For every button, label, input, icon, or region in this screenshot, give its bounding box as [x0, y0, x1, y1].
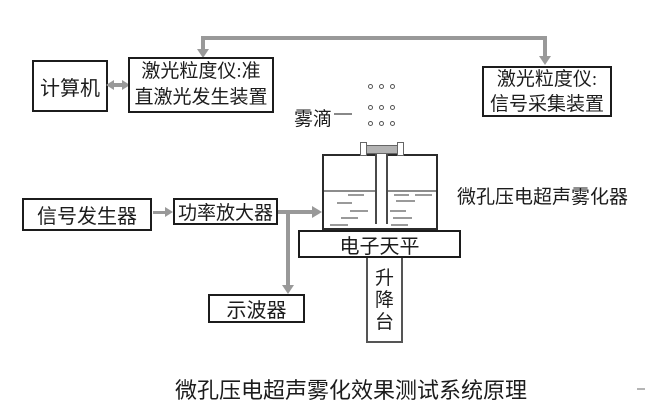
amplifier-to-oscilloscope-line	[286, 210, 290, 285]
lifting-platform-label: 升降台	[374, 267, 394, 333]
laser-generator-box: 激光粒度仪:准 直激光发生装置	[128, 57, 274, 113]
power-amplifier-box: 功率放大器	[173, 198, 278, 225]
edge-artifact-dash	[637, 388, 645, 390]
arrow-into-amplifier-icon	[165, 207, 173, 217]
droplet-dot-icon	[379, 121, 384, 126]
droplet-dot-icon	[390, 105, 395, 110]
atomizer-cap-right-tab	[397, 142, 404, 156]
top-connector-line	[201, 36, 547, 40]
water-dash	[393, 217, 412, 219]
laser-collector-line2: 信号采集装置	[489, 93, 604, 115]
computer-label: 计算机	[40, 77, 100, 100]
water-dash	[396, 200, 415, 202]
computer-box: 计算机	[32, 60, 108, 112]
water-dash	[394, 194, 409, 196]
arrow-down-into-laser-generator-icon	[197, 49, 209, 58]
water-dash	[337, 202, 352, 204]
droplet-dot-icon	[379, 84, 384, 89]
droplet-dot-icon	[390, 84, 395, 89]
droplet-dot-icon	[368, 105, 373, 110]
laser-generator-line2: 直激光发生装置	[134, 87, 268, 108]
signal-to-amplifier-line	[153, 211, 166, 214]
oscilloscope-label: 示波器	[226, 300, 287, 322]
oscilloscope-box: 示波器	[208, 294, 305, 323]
amplifier-to-tank-line	[278, 210, 312, 214]
droplet-dot-icon	[379, 105, 384, 110]
arrow-left-icon	[106, 80, 114, 90]
lifting-platform-column: 升降台	[366, 258, 403, 343]
arrow-right-icon	[122, 80, 130, 90]
electronic-balance-label: 电子天平	[339, 235, 420, 258]
signal-generator-label: 信号发生器	[37, 206, 137, 228]
water-dash	[415, 194, 432, 196]
arrow-into-tank-icon	[312, 206, 322, 218]
laser-collector-box: 激光粒度仪: 信号采集装置	[482, 66, 612, 117]
top-connector-right-drop	[543, 36, 547, 56]
droplet-dot-icon	[390, 121, 395, 126]
water-dash	[350, 210, 368, 212]
atomizer-label: 微孔压电超声雾化器	[457, 187, 629, 208]
arrow-down-into-laser-collector-icon	[539, 56, 551, 65]
atomizer-cap-left-tab	[360, 142, 367, 156]
water-dash	[391, 224, 408, 226]
electronic-balance-box: 电子天平	[298, 230, 461, 258]
water-dash	[390, 210, 406, 212]
water-dash	[341, 217, 358, 219]
laser-collector-line1: 激光粒度仪:	[496, 68, 598, 90]
droplet-dot-icon	[368, 121, 373, 126]
droplets-pointer-dash	[334, 113, 352, 115]
signal-generator-box: 信号发生器	[22, 198, 152, 231]
water-dash	[330, 224, 348, 226]
arrow-into-oscilloscope-icon	[282, 285, 294, 294]
droplets-label: 雾滴	[294, 109, 333, 130]
diagram-caption: 微孔压电超声雾化效果测试系统原理	[175, 378, 528, 403]
laser-generator-line1: 激光粒度仪:准	[141, 61, 261, 82]
atomizer-tube	[375, 152, 388, 224]
top-connector-left-drop	[201, 36, 205, 49]
power-amplifier-label: 功率放大器	[177, 203, 273, 224]
water-dash	[348, 194, 364, 196]
computer-laser-link-line	[113, 83, 127, 87]
droplet-dot-icon	[368, 84, 373, 89]
atomizer-cap-bar	[366, 145, 398, 154]
